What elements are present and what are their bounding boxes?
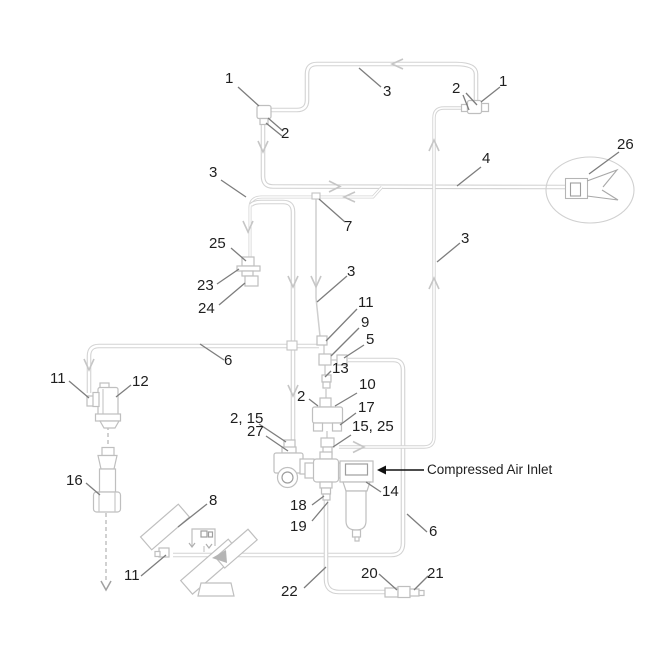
callout-5: 5 <box>366 331 375 348</box>
eductor-valve-assembly <box>154 528 259 597</box>
leader-lines <box>68 67 620 591</box>
callout-24: 24 <box>198 300 215 317</box>
callout-14: 14 <box>382 483 399 500</box>
callout-3-top: 3 <box>383 83 392 100</box>
callout-12: 12 <box>132 373 149 390</box>
callout-2-left: 2 <box>281 125 290 142</box>
inlet-label: Compressed Air Inlet <box>427 462 553 477</box>
callout-20: 20 <box>361 565 378 582</box>
callout-3-mid: 3 <box>347 263 356 280</box>
tee-fitting-7 <box>311 192 321 200</box>
callout-2-15: 2, 15 <box>230 410 264 427</box>
callout-25: 25 <box>209 235 226 252</box>
filter-14 <box>339 460 374 542</box>
chute-8 <box>139 503 191 551</box>
fitting-1-left <box>256 104 272 126</box>
callout-26: 26 <box>617 136 634 153</box>
tube-main-line <box>260 124 567 190</box>
callout-1-left: 1 <box>225 70 234 87</box>
callout-11-bottom: 11 <box>124 567 140 584</box>
callout-7: 7 <box>344 218 353 235</box>
drain-valve-23-24-25 <box>236 256 261 287</box>
callout-16: 16 <box>66 472 83 489</box>
callout-11-mid: 11 <box>358 294 374 311</box>
callout-13: 13 <box>332 360 349 377</box>
callout-1-right: 1 <box>499 73 508 90</box>
tube-drain-bottom <box>323 500 385 595</box>
tube-branch-to-drain-valve <box>248 185 384 257</box>
callout-3-right: 3 <box>461 230 470 247</box>
inlet-arrow-icon <box>377 465 424 475</box>
nozzle-body-16 <box>92 446 122 513</box>
solenoid-12 <box>86 382 122 429</box>
tube-top-loop <box>271 61 479 113</box>
callout-4: 4 <box>482 150 491 167</box>
callout-9: 9 <box>361 314 370 331</box>
tube-6-right <box>173 357 406 558</box>
callout-22: 22 <box>281 583 298 600</box>
fitting-20-21 <box>384 585 425 599</box>
callout-15-25: 15, 25 <box>352 418 394 435</box>
spray-nozzle-26 <box>545 156 635 224</box>
callout-8: 8 <box>209 492 218 509</box>
valve-10 <box>311 397 344 455</box>
callout-3-left: 3 <box>209 164 218 181</box>
callout-21: 21 <box>427 565 444 582</box>
callout-23: 23 <box>197 277 214 294</box>
down-arrow-icon <box>100 580 112 592</box>
tube-junction7-drop <box>315 198 328 459</box>
callout-6-left: 6 <box>224 352 233 369</box>
callout-11-left: 11 <box>50 370 66 387</box>
callout-18: 18 <box>290 497 307 514</box>
callout-10: 10 <box>359 376 376 393</box>
callout-2-right: 2 <box>452 80 461 97</box>
callout-2-mid: 2 <box>297 388 306 405</box>
callout-17: 17 <box>358 399 375 416</box>
cross-tee-nub <box>286 340 298 351</box>
tube-hump-to-regulator <box>249 199 296 440</box>
callout-19: 19 <box>290 518 307 535</box>
fitting-1-right <box>460 99 490 115</box>
callout-6-right: 6 <box>429 523 438 540</box>
dashed-links <box>105 426 109 582</box>
flow-arrow-icons <box>83 58 440 454</box>
tube-6-left <box>86 343 319 393</box>
callout-27: 27 <box>247 423 264 440</box>
